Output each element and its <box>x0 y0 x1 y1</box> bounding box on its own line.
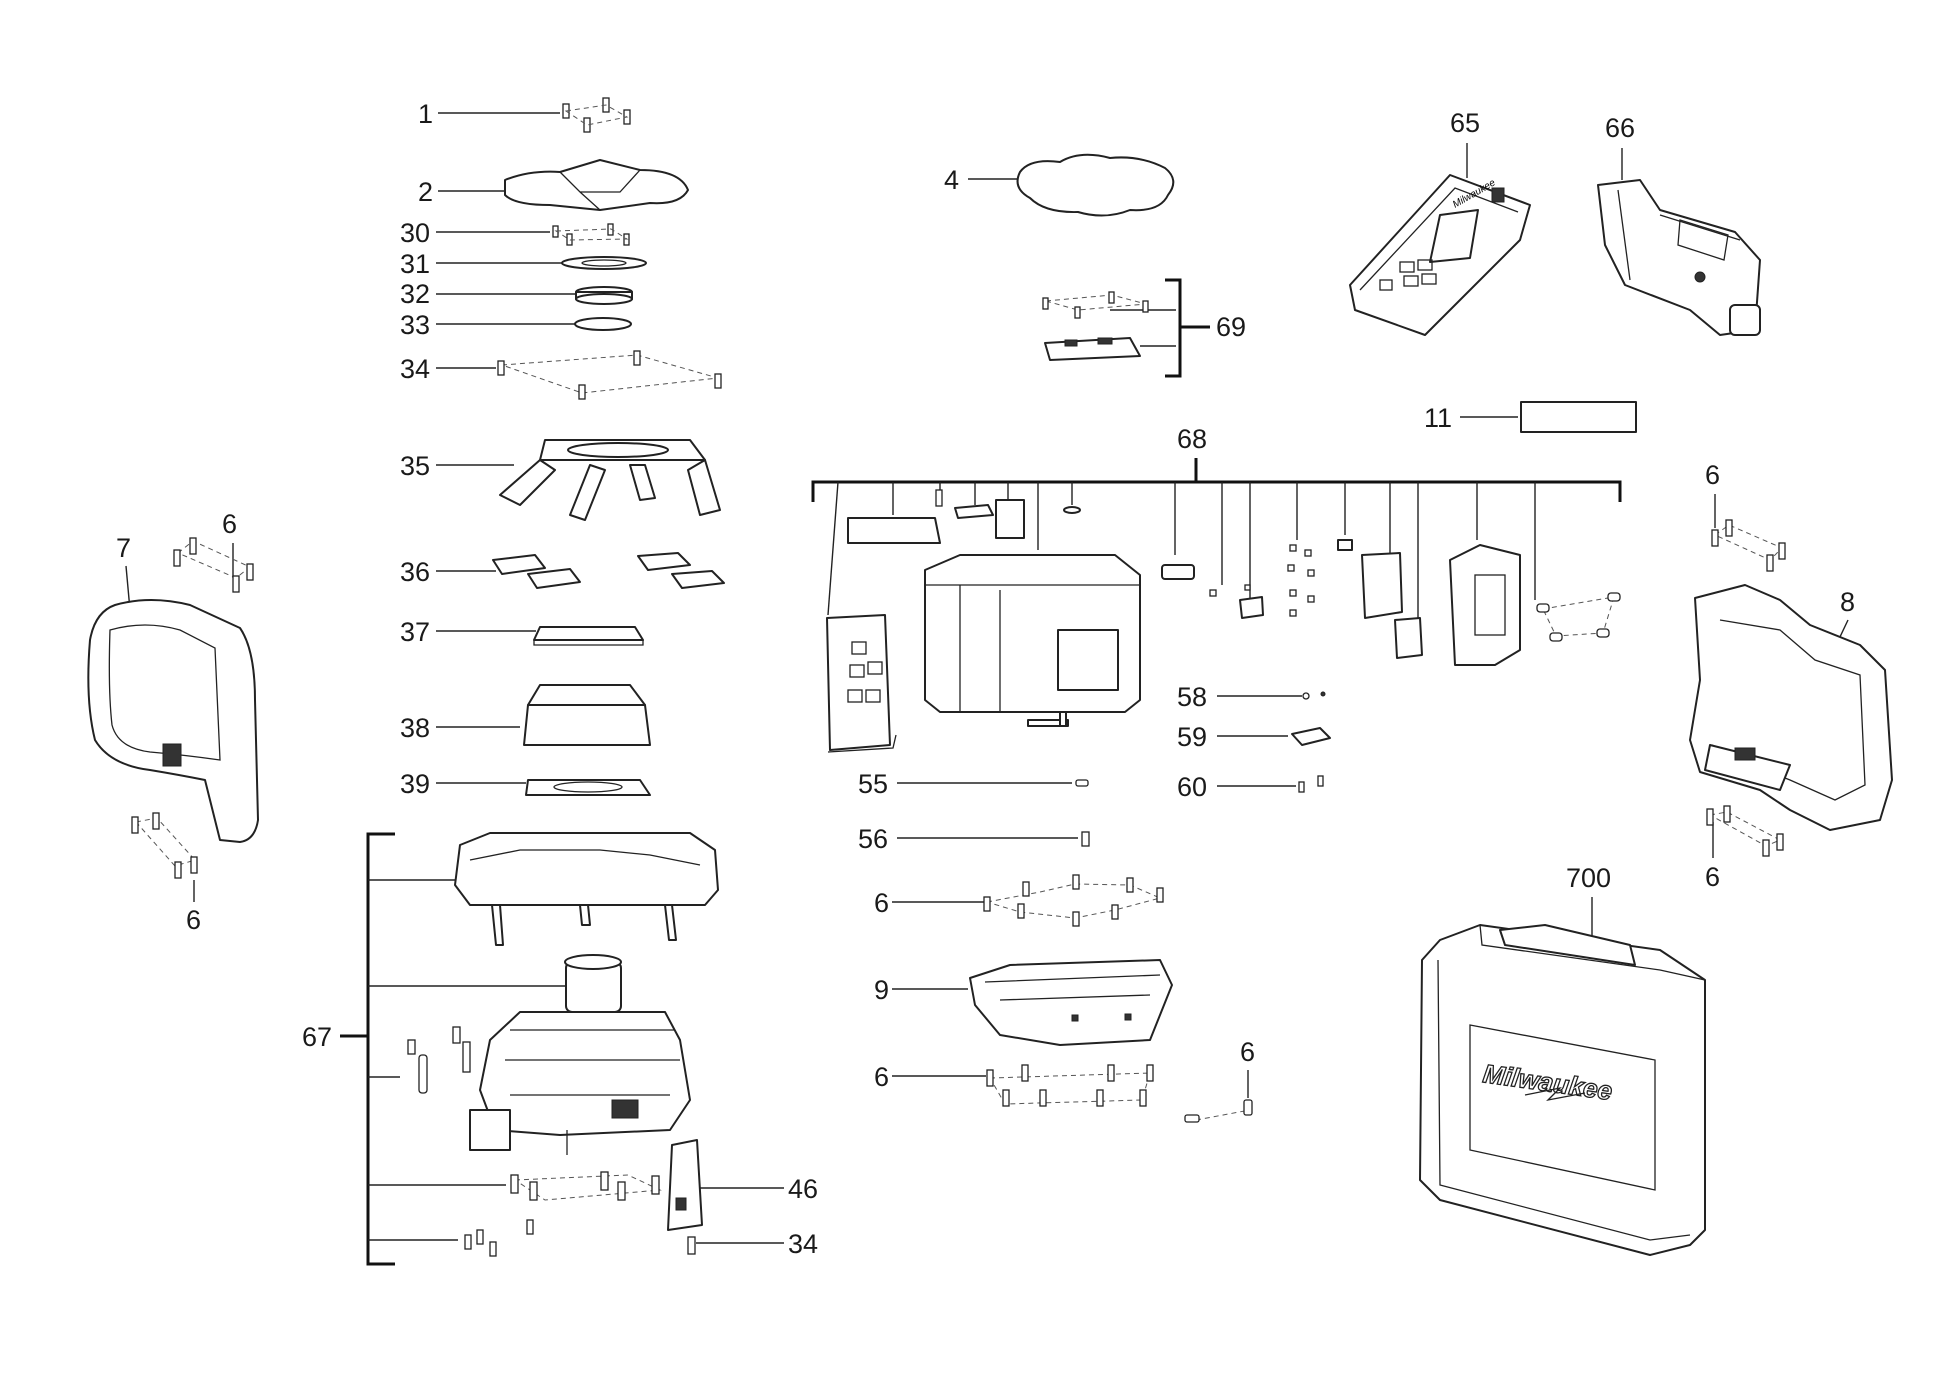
part-1-screws: 1 <box>418 97 631 133</box>
part-7-left-handle: 7 <box>87 533 259 843</box>
part-65-receiver: 65 Milwaukee <box>1349 108 1531 336</box>
part-8-right-handle: 8 <box>1689 584 1893 831</box>
part-30-screws: 30 <box>400 218 630 248</box>
part-31-ring: 31 <box>400 249 647 279</box>
label-part-6d: 6 <box>874 1062 889 1092</box>
label-part-58: 58 <box>1177 682 1207 712</box>
label-part-6a: 6 <box>222 509 237 539</box>
part-56-screw: 56 <box>858 824 1090 854</box>
part-55-pin: 55 <box>858 769 1089 799</box>
part-67-assembly: 67 <box>302 832 719 1266</box>
part-59-clip: 59 <box>1177 722 1331 752</box>
label-part-11: 11 <box>1424 403 1452 433</box>
label-part-6b: 6 <box>186 905 201 935</box>
part-37-plate: 37 <box>400 617 644 647</box>
label-part-39: 39 <box>400 769 430 799</box>
part-9-base: 9 <box>874 959 1173 1046</box>
part-60-screws: 60 <box>1177 772 1324 802</box>
label-part-6e: 6 <box>1240 1037 1255 1067</box>
part-6-screws-f: 6 <box>1705 460 1786 572</box>
part-6-screws-e: 6 <box>1184 1037 1255 1123</box>
part-34-screw-b: 34 <box>687 1229 818 1259</box>
part-35-frame: 35 <box>400 439 721 521</box>
label-part-34b: 34 <box>788 1229 818 1259</box>
label-part-7: 7 <box>116 533 131 563</box>
part-58-pin: 58 <box>1177 682 1326 712</box>
part-4-gasket: 4 <box>944 153 1175 217</box>
label-part-37: 37 <box>400 617 430 647</box>
label-part-4: 4 <box>944 165 959 195</box>
label-part-6f: 6 <box>1705 460 1720 490</box>
part-38-block: 38 <box>400 684 651 746</box>
label-part-1: 1 <box>418 99 433 129</box>
label-part-55: 55 <box>858 769 888 799</box>
part-6-screws-b: 6 <box>131 812 201 935</box>
label-part-38: 38 <box>400 713 430 743</box>
part-6-screws-a: 6 <box>173 509 254 593</box>
part-2-top-cap: 2 <box>418 159 689 211</box>
label-part-32: 32 <box>400 279 430 309</box>
label-part-65: 65 <box>1450 108 1480 138</box>
label-part-6g: 6 <box>1705 862 1720 892</box>
label-part-31: 31 <box>400 249 430 279</box>
label-part-68: 68 <box>1177 424 1207 454</box>
part-39-base-plate: 39 <box>400 769 651 799</box>
label-part-33: 33 <box>400 310 430 340</box>
label-part-60: 60 <box>1177 772 1207 802</box>
part-11-label: 11 <box>1424 401 1637 433</box>
label-part-700: 700 <box>1566 863 1611 893</box>
label-part-30: 30 <box>400 218 430 248</box>
label-part-9: 9 <box>874 975 889 1005</box>
label-part-67: 67 <box>302 1022 332 1052</box>
label-part-8: 8 <box>1840 587 1855 617</box>
label-part-59: 59 <box>1177 722 1207 752</box>
label-part-2: 2 <box>418 177 433 207</box>
label-part-56: 56 <box>858 824 888 854</box>
part-34-screws: 34 <box>400 350 722 400</box>
label-part-6c: 6 <box>874 888 889 918</box>
part-69-pcb-assembly: 69 <box>1042 278 1246 378</box>
part-700-carry-case: 700 Milwaukee <box>1419 863 1706 1256</box>
label-part-35: 35 <box>400 451 430 481</box>
part-33-ring: 33 <box>400 310 632 340</box>
label-part-34: 34 <box>400 354 430 384</box>
label-part-66: 66 <box>1605 113 1635 143</box>
label-part-46: 46 <box>788 1174 818 1204</box>
part-6-screws-c: 6 <box>874 874 1164 927</box>
part-6-screws-d: 6 <box>874 1062 1154 1107</box>
label-part-36: 36 <box>400 557 430 587</box>
label-part-69: 69 <box>1216 312 1246 342</box>
part-66-bracket: 66 <box>1597 113 1761 336</box>
part-36-brackets: 36 <box>400 552 725 589</box>
part-68-housing-assembly: 68 <box>811 424 1622 753</box>
part-6-screws-g: 6 <box>1705 805 1784 892</box>
part-32-ring: 32 <box>400 279 633 309</box>
part-46-battery-cover: 46 <box>667 1139 818 1231</box>
